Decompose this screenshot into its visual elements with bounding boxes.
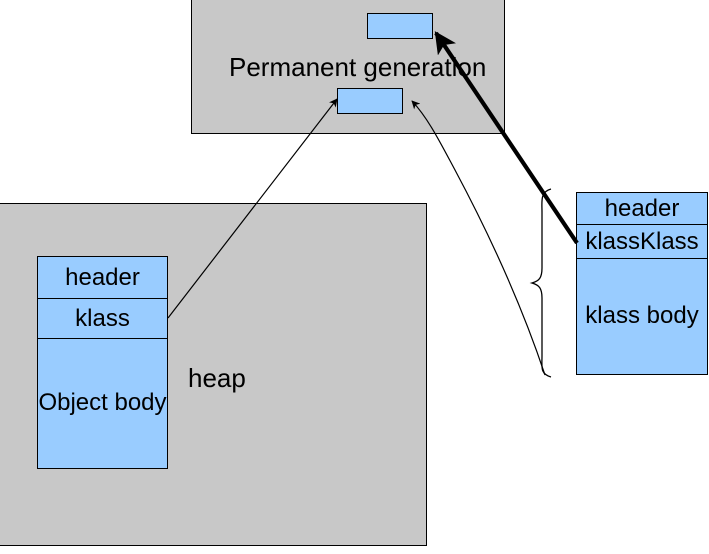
object-row-header: header bbox=[65, 263, 140, 291]
klassklass-instance-block: header klassKlass klass body bbox=[576, 192, 708, 375]
permgen-slot-top bbox=[367, 13, 433, 39]
permgen-slot-mid bbox=[337, 88, 403, 114]
klassklass-row-header: header bbox=[604, 194, 680, 222]
object-row-body: Object body bbox=[38, 338, 167, 467]
klassklass-row-body: klass body bbox=[577, 258, 707, 373]
permanent-generation-label: Permanent generation bbox=[229, 52, 487, 82]
object-row-klass: klass bbox=[38, 298, 167, 338]
object-instance-block: header klass Object body bbox=[37, 256, 168, 469]
klassklass-row-klassklass: klassKlass bbox=[577, 224, 707, 258]
heap-label: heap bbox=[188, 363, 246, 393]
arrow-klassbody-to-permgen bbox=[411, 100, 546, 376]
klass-body-curly-brace bbox=[529, 188, 552, 378]
